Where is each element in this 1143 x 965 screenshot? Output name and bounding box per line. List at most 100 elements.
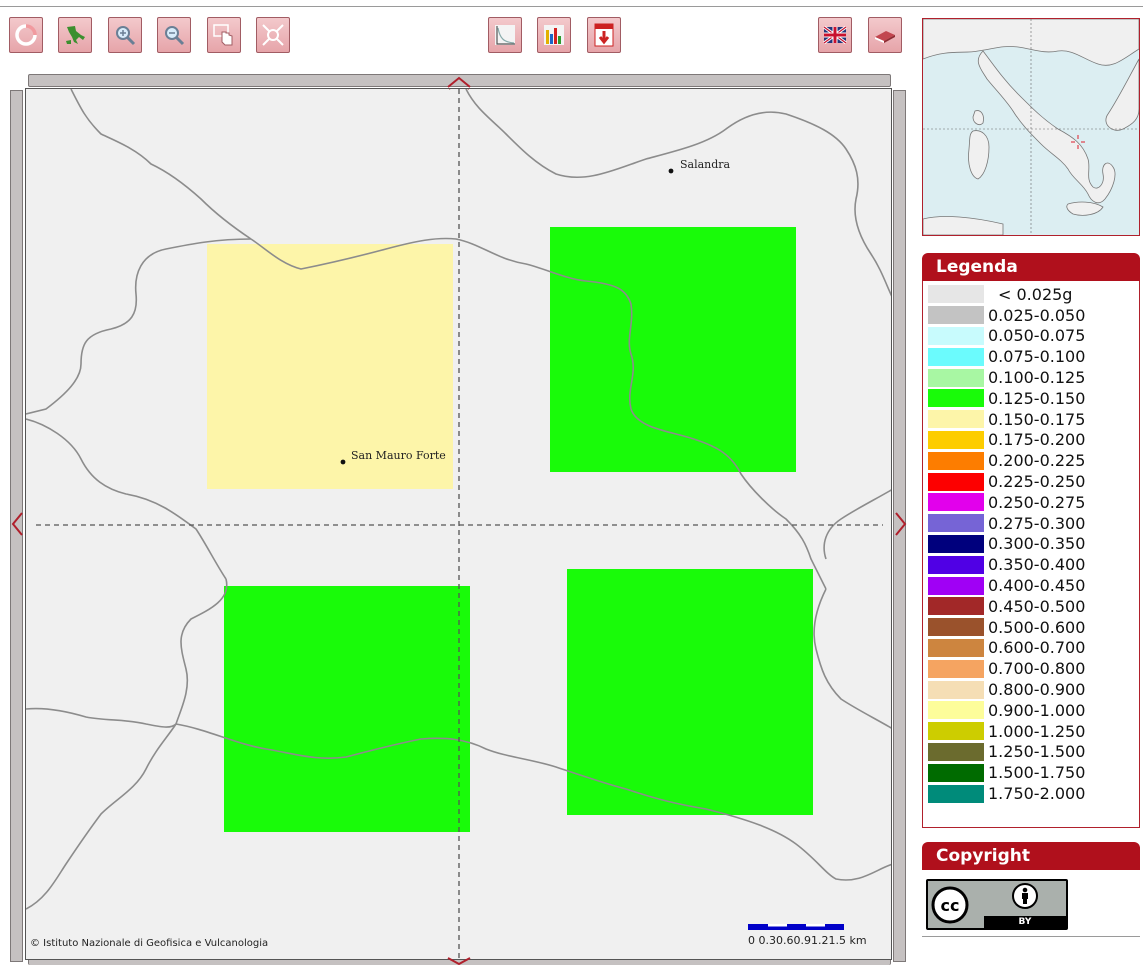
legend-item: 0.250-0.275 xyxy=(923,492,1139,513)
hazard-cell-2[interactable] xyxy=(550,227,796,472)
pan-east-arrow-icon[interactable] xyxy=(894,511,908,537)
pan-west-bar[interactable] xyxy=(10,90,23,962)
legend-swatch xyxy=(928,701,984,720)
place-marker-salandra: Salandra xyxy=(668,158,731,174)
download-pdf-button[interactable] xyxy=(587,17,621,53)
pan-east-bar[interactable] xyxy=(893,90,906,962)
legend-item: 0.075-0.100 xyxy=(923,346,1139,367)
legend-label: 0.900-1.000 xyxy=(988,700,1086,720)
overview-location-marker xyxy=(1071,135,1085,149)
hand-pointer-icon xyxy=(213,24,233,46)
hazard-cell-3[interactable] xyxy=(224,586,470,832)
legend-label: 0.800-0.900 xyxy=(988,680,1086,700)
administrative-boundaries xyxy=(26,89,891,910)
legend-label: 1.500-1.750 xyxy=(988,763,1086,783)
pan-west-arrow-icon[interactable] xyxy=(10,511,24,537)
legend-item: 0.125-0.150 xyxy=(923,388,1139,409)
reset-view-button[interactable] xyxy=(9,17,43,53)
hazard-cell-4[interactable] xyxy=(567,569,813,815)
legend-label: 1.250-1.500 xyxy=(988,742,1086,762)
help-manual-button[interactable] xyxy=(868,17,902,53)
legend-item: 1.750-2.000 xyxy=(923,783,1139,804)
legend-header: Legenda xyxy=(922,253,1140,281)
legend-item: 0.100-0.125 xyxy=(923,367,1139,388)
pan-north-arrow-icon[interactable] xyxy=(446,76,472,88)
attribution-person-icon xyxy=(1012,883,1038,909)
zoom-in-button[interactable] xyxy=(108,17,142,53)
zoom-extent-icon xyxy=(262,24,284,46)
italy-view-button[interactable] xyxy=(58,17,92,53)
legend-swatch xyxy=(928,326,984,345)
scale-bar-graphic xyxy=(748,924,844,930)
legend-label: 0.100-0.125 xyxy=(988,368,1086,388)
language-english-button[interactable] xyxy=(818,17,852,53)
legend-item: 0.900-1.000 xyxy=(923,700,1139,721)
pan-south-arrow-icon[interactable] xyxy=(446,957,472,965)
magnifier-plus-icon xyxy=(116,26,136,46)
legend-swatch xyxy=(928,430,984,449)
legend-swatch xyxy=(928,722,984,741)
legend-label: 0.300-0.350 xyxy=(988,534,1086,554)
legend-item: 0.050-0.075 xyxy=(923,326,1139,347)
pan-button[interactable] xyxy=(207,17,241,53)
cc-by-label: BY xyxy=(984,916,1066,928)
legend-item: 0.450-0.500 xyxy=(923,596,1139,617)
legend-swatch xyxy=(928,576,984,595)
magnifier-minus-icon xyxy=(165,26,185,46)
legend-label: 1.000-1.250 xyxy=(988,721,1086,741)
legend-label: 1.750-2.000 xyxy=(988,784,1086,804)
zoom-full-button[interactable] xyxy=(256,17,290,53)
legend-item: 0.500-0.600 xyxy=(923,617,1139,638)
legend-swatch xyxy=(928,659,984,678)
legend-label: 0.075-0.100 xyxy=(988,347,1086,367)
legend-label: 0.175-0.200 xyxy=(988,430,1086,450)
bar-chart-icon xyxy=(544,25,564,45)
legend-item: 0.800-0.900 xyxy=(923,679,1139,700)
legend-label: 0.200-0.225 xyxy=(988,451,1086,471)
legend-label: 0.025-0.050 xyxy=(988,305,1086,325)
legend-label: 0.275-0.300 xyxy=(988,513,1086,533)
scale-bar-label: 0 0.30.60.91.21.5 km xyxy=(748,934,867,947)
legend-label: 0.350-0.400 xyxy=(988,555,1086,575)
legend-swatch xyxy=(928,742,984,761)
hazard-map[interactable]: Salandra San Mauro Forte © Istituto Nazi… xyxy=(25,88,892,960)
legend-item: 0.400-0.450 xyxy=(923,575,1139,596)
overview-map-canvas xyxy=(923,19,1139,235)
legend-item: 0.700-0.800 xyxy=(923,658,1139,679)
place-marker-san-mauro-forte: San Mauro Forte xyxy=(340,449,446,465)
copyright-header: Copyright xyxy=(922,842,1140,870)
overview-map[interactable] xyxy=(922,18,1140,236)
legend-item: 0.600-0.700 xyxy=(923,638,1139,659)
legend-item: 1.000-1.250 xyxy=(923,721,1139,742)
legend-item: 0.150-0.175 xyxy=(923,409,1139,430)
place-label-san-mauro-forte: San Mauro Forte xyxy=(351,449,446,462)
legend-swatch xyxy=(928,638,984,657)
legend-swatch xyxy=(928,597,984,616)
legend-item: 0.175-0.200 xyxy=(923,430,1139,451)
pan-north-bar[interactable] xyxy=(28,74,891,87)
legend-label: 0.125-0.150 xyxy=(988,388,1086,408)
legend-swatch xyxy=(928,618,984,637)
legend-swatch xyxy=(928,472,984,491)
creative-commons-badge[interactable]: cc BY xyxy=(926,879,1068,930)
legend-swatch xyxy=(928,514,984,533)
hazard-cell-1[interactable] xyxy=(207,244,453,489)
legend-label: 0.450-0.500 xyxy=(988,596,1086,616)
curve-chart-icon xyxy=(495,25,515,45)
legend-label: 0.500-0.600 xyxy=(988,617,1086,637)
legend-swatch xyxy=(928,306,984,325)
scale-bar: 0 0.30.60.91.21.5 km xyxy=(748,915,888,947)
legend-label: 0.700-0.800 xyxy=(988,659,1086,679)
top-divider xyxy=(0,6,1143,7)
legend-label: 0.400-0.450 xyxy=(988,576,1086,596)
legend-item: 0.200-0.225 xyxy=(923,450,1139,471)
legend-label: 0.150-0.175 xyxy=(988,409,1086,429)
legend-item: 1.500-1.750 xyxy=(923,762,1139,783)
zoom-out-button[interactable] xyxy=(157,17,191,53)
legend-item: 0.300-0.350 xyxy=(923,534,1139,555)
refresh-icon xyxy=(15,24,37,46)
hazard-curve-button[interactable] xyxy=(488,17,522,53)
legend-swatch xyxy=(928,680,984,699)
disaggregation-chart-button[interactable] xyxy=(537,17,571,53)
